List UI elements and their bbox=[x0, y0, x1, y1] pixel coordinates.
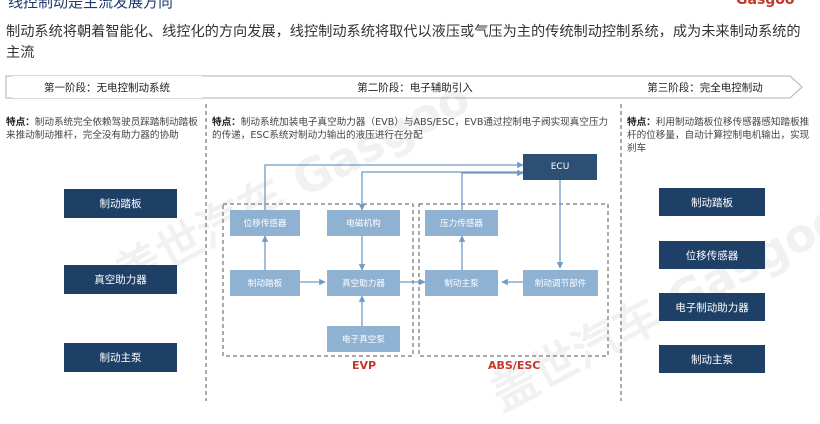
master-pump-box: 制动主泵 bbox=[425, 270, 498, 296]
stage-1-brake-pedal: 制动踏板 bbox=[64, 189, 177, 218]
vacuum-booster-box: 真空助力器 bbox=[327, 270, 400, 296]
stage-1-label: 第一阶段：无电控制动系统 bbox=[12, 76, 202, 98]
stage-3-displacement-sensor: 位移传感器 bbox=[659, 241, 765, 269]
abs-esc-label: ABS/ESC bbox=[488, 359, 541, 372]
evp-label: EVP bbox=[352, 359, 377, 372]
brand-logo: Gasgoo bbox=[736, 0, 795, 8]
stage-3-feature-text: 利用制动踏板位移传感器感知踏板推杆的位移量，自动计算控制电机输出，实现刹车 bbox=[627, 117, 810, 154]
stage-3-features: 特点：利用制动踏板位移传感器感知踏板推杆的位移量，自动计算控制电机输出，实现刹车 bbox=[627, 116, 813, 155]
diagram-canvas bbox=[5, 75, 803, 401]
stage-2-features: 特点：制动系统加装电子真空助力器（EVB）与ABS/ESC，EVB通过控制电子阀… bbox=[212, 116, 616, 142]
stage-3-master-pump: 制动主泵 bbox=[659, 345, 765, 373]
stage-3-label: 第三阶段：完全电控制动 bbox=[647, 81, 763, 94]
stage-3-electronic-brake-booster: 电子制动助力器 bbox=[659, 293, 765, 321]
abs-group bbox=[418, 203, 609, 357]
stage-1-master-pump: 制动主泵 bbox=[64, 343, 177, 372]
stage-3-brake-pedal: 制动踏板 bbox=[659, 188, 765, 216]
solenoid-box: 电磁机构 bbox=[327, 210, 400, 236]
pressure-sensor-box: 压力传感器 bbox=[425, 210, 498, 236]
ecu-box: ECU bbox=[523, 154, 597, 180]
stage-2-label: 第二阶段：电子辅助引入 bbox=[357, 81, 473, 94]
displacement-sensor-box: 位移传感器 bbox=[230, 210, 300, 236]
stage-2-feature-text: 制动系统加装电子真空助力器（EVB）与ABS/ESC，EVB通过控制电子阀实现真… bbox=[212, 117, 609, 141]
stage-1-features: 特点：制动系统完全依赖驾驶员踩踏制动踏板来推动制动推杆，完全没有助力器的协助 bbox=[6, 116, 202, 142]
electronic-vacuum-pump-box: 电子真空泵 bbox=[327, 326, 400, 352]
summary-text: 制动系统将朝着智能化、线控化的方向发展，线控制动系统将取代以液压或气压为主的传统… bbox=[6, 24, 801, 61]
stage-1-feature-text: 制动系统完全依赖驾驶员踩踏制动踏板来推动制动推杆，完全没有助力器的协助 bbox=[6, 117, 198, 141]
feature-prefix: 特点： bbox=[6, 117, 35, 128]
brake-control-box: 制动调节部件 bbox=[523, 270, 598, 296]
stage-1-vacuum-booster: 真空助力器 bbox=[64, 265, 177, 294]
feature-prefix: 特点： bbox=[627, 117, 656, 128]
evp-group bbox=[222, 203, 414, 357]
stage-banner bbox=[5, 75, 803, 99]
feature-prefix: 特点： bbox=[212, 117, 241, 128]
page-title: 线控制动是主流发展方向 bbox=[8, 0, 174, 11]
brake-pedal-box: 制动踏板 bbox=[230, 270, 300, 296]
